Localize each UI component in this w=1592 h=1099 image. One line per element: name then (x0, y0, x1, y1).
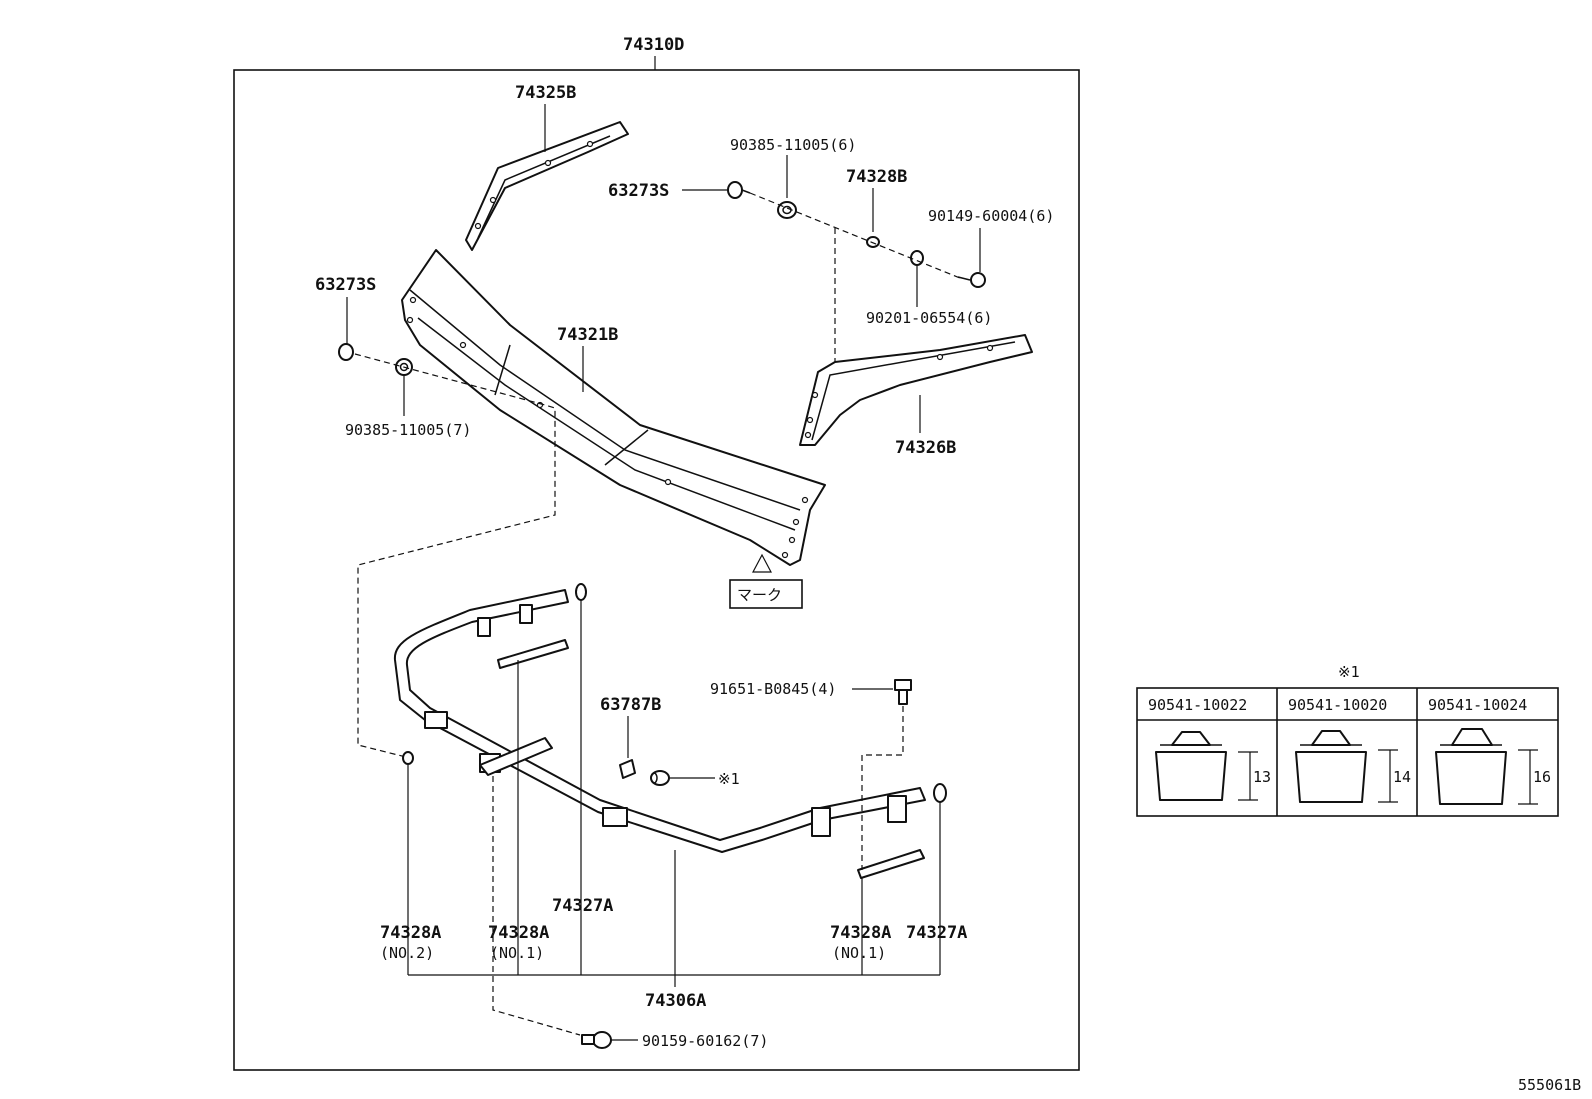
bolt-91651[interactable] (894, 679, 912, 705)
corner-piece-74326b[interactable] (799, 334, 1033, 446)
mark-label: マーク (737, 586, 782, 604)
label-74328a-no1-left[interactable]: 74328A (488, 923, 549, 943)
clip-63273s-left[interactable] (338, 343, 354, 361)
dash-90159-path (492, 776, 581, 1036)
clip-74328a-no2[interactable] (402, 751, 414, 765)
label-63787b[interactable]: 63787B (600, 695, 661, 715)
stopper-icon-col2 (1295, 730, 1398, 803)
corner-piece-74325b[interactable] (465, 121, 629, 251)
label-74327a-right[interactable]: 74327A (906, 923, 967, 943)
clip-63273s-top[interactable] (727, 181, 751, 199)
note-no2: (NO.2) (380, 944, 434, 962)
assembly-frame (233, 69, 1080, 1071)
label-74328b[interactable]: 74328B (846, 167, 907, 187)
bracket-74328a-left[interactable] (497, 639, 569, 669)
label-74321b[interactable]: 74321B (557, 325, 618, 345)
label-90385-11005-7[interactable]: 90385-11005(7) (345, 421, 471, 439)
table-ref-mark: ※1 (1338, 663, 1360, 681)
label-63273s-left[interactable]: 63273S (315, 275, 376, 295)
stopper-ref1[interactable] (650, 770, 670, 786)
dash-top-fasteners (749, 192, 961, 279)
note-no1-right: (NO.1) (832, 944, 886, 962)
dash-bolt-path (861, 706, 904, 870)
mark-callout (729, 553, 803, 609)
label-74328a-no1-right[interactable]: 74328A (830, 923, 891, 943)
label-ref1[interactable]: ※1 (718, 770, 740, 788)
label-90385-11005-6[interactable]: 90385-11005(6) (730, 136, 856, 154)
nut-90385-top[interactable] (777, 201, 797, 219)
table-col1-part: 90541-10022 (1148, 696, 1247, 714)
bracket-mid[interactable] (479, 737, 553, 776)
label-74328a-no2[interactable]: 74328A (380, 923, 441, 943)
note-no1-left: (NO.1) (490, 944, 544, 962)
stopper-icon-col1 (1155, 731, 1258, 801)
label-90159-60162-7[interactable]: 90159-60162(7) (642, 1032, 768, 1050)
label-91651-b0845-4[interactable]: 91651-B0845(4) (710, 680, 836, 698)
table-col3-part: 90541-10024 (1428, 696, 1527, 714)
label-74326b[interactable]: 74326B (895, 438, 956, 458)
label-90149-60004-6[interactable]: 90149-60004(6) (928, 207, 1054, 225)
table-col1-dim: 13 (1253, 768, 1271, 786)
screw-90159[interactable] (581, 1031, 612, 1049)
label-74306a[interactable]: 74306A (645, 991, 706, 1011)
table-col2-part: 90541-10020 (1288, 696, 1387, 714)
main-moulding-74321b[interactable] (401, 249, 826, 566)
label-90201-06554-6[interactable]: 90201-06554(6) (866, 309, 992, 327)
label-74327a-mid[interactable]: 74327A (552, 896, 613, 916)
pad-63787b[interactable] (619, 759, 636, 779)
table-col2-dim: 14 (1393, 768, 1411, 786)
bracket-74328a-right[interactable] (857, 849, 925, 879)
reference-table (1136, 687, 1559, 817)
stopper-icon-col3 (1435, 728, 1538, 805)
table-col3-dim: 16 (1533, 768, 1551, 786)
label-74325b[interactable]: 74325B (515, 83, 576, 103)
dash-left-path (354, 353, 556, 759)
screw-90149[interactable] (957, 272, 986, 288)
assembly-label: 74310D (623, 35, 684, 55)
figure-id: 555061B (1518, 1076, 1581, 1094)
clip-74328b[interactable] (866, 236, 880, 248)
label-63273s-top[interactable]: 63273S (608, 181, 669, 201)
lower-frame-74306a[interactable] (393, 583, 947, 853)
